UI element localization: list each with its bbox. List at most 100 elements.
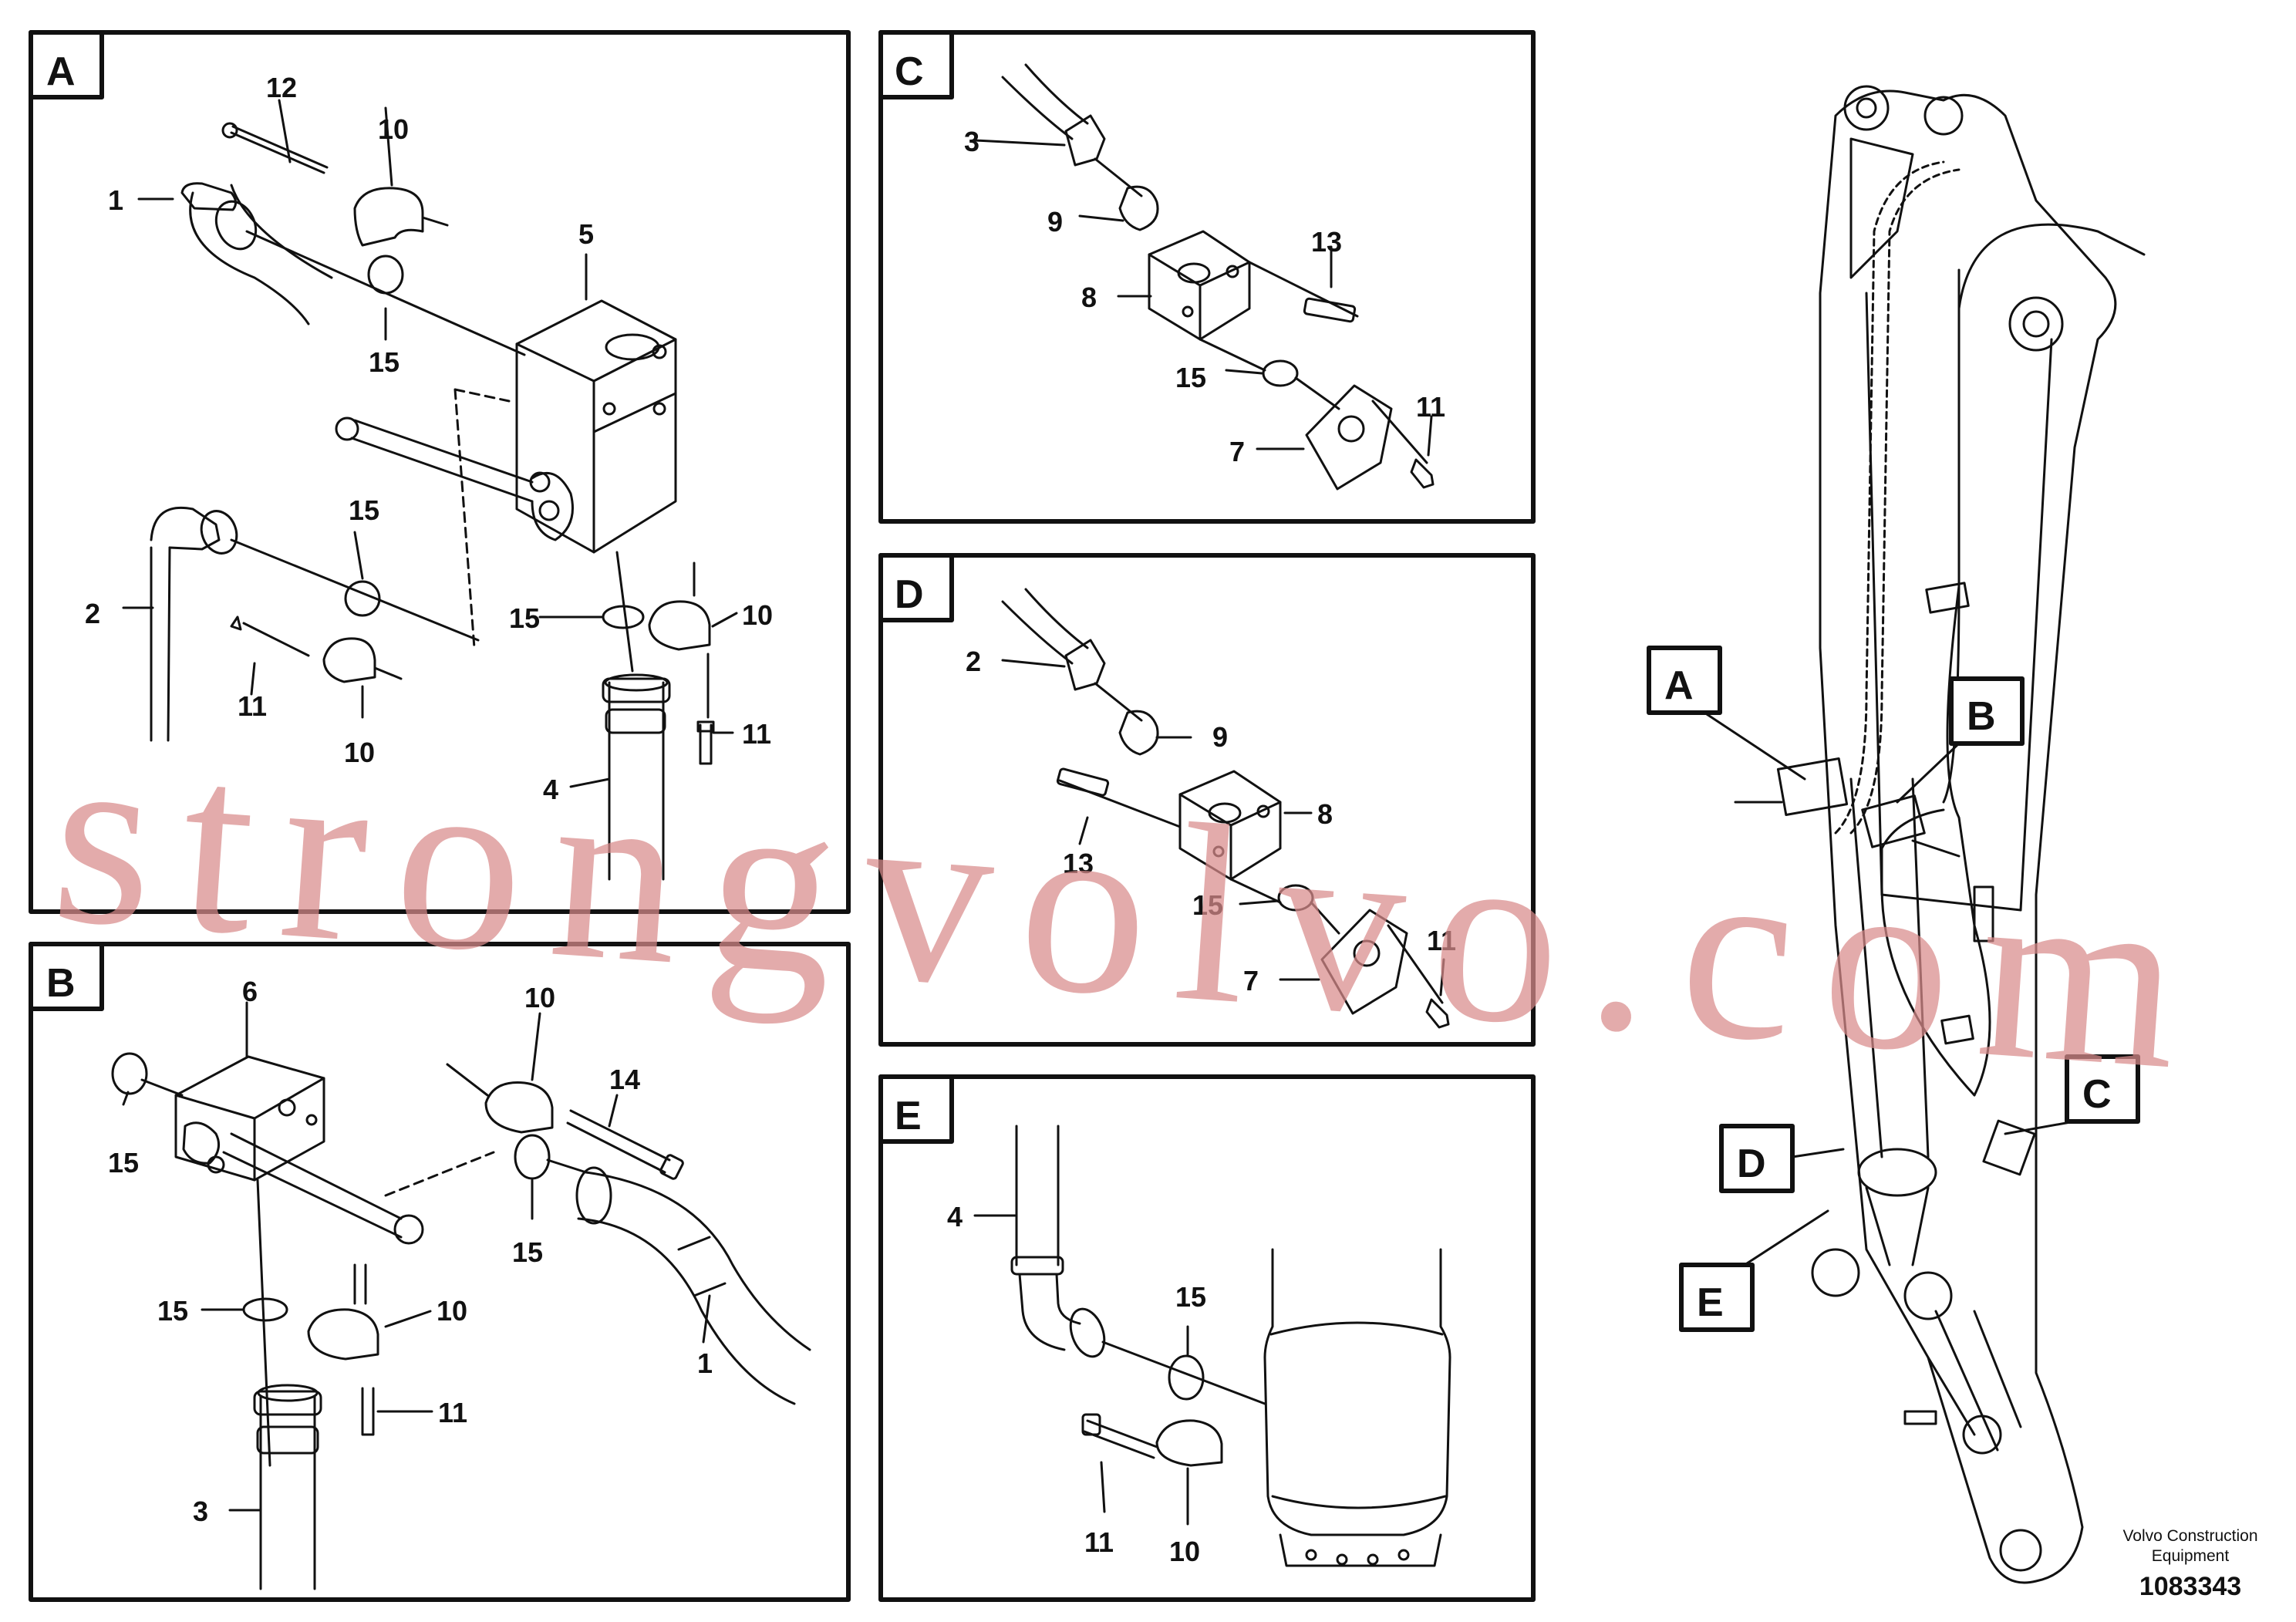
block-8-d [1178, 770, 1282, 881]
overview-callout-a: A [1664, 663, 1694, 708]
watermark: strongvolvo.com [45, 693, 2217, 1125]
callout-d-11: 11 [1427, 925, 1456, 956]
bolt-13 [1248, 261, 1359, 318]
callout-d-7: 7 [1243, 965, 1259, 996]
caption-company: Volvo Construction [2122, 1527, 2257, 1545]
block-6 [174, 1055, 325, 1182]
callout-a-15: 15 [369, 346, 400, 378]
panel-b [29, 942, 851, 1602]
block-5 [515, 299, 677, 554]
callout-c-9: 9 [1047, 206, 1063, 238]
callout-a-5: 5 [578, 218, 594, 250]
clamp-10-b-top [484, 1081, 554, 1134]
caption-block: Volvo Construction Equipment 1083343 [2122, 1527, 2257, 1601]
overview-callouts [1647, 646, 2140, 1332]
hose-2-d [1001, 588, 1089, 665]
clamp-10-top [353, 187, 424, 247]
oring-15-b1 [111, 1052, 148, 1095]
oring-15-a3 [602, 605, 645, 629]
cylinder [1263, 1248, 1451, 1536]
clamp-10-small [322, 637, 376, 683]
oring-15-e [1168, 1354, 1205, 1401]
panel-b-letter: B [46, 961, 76, 1006]
overview-callout-b: B [1967, 694, 1996, 739]
callout-c-7: 7 [1229, 436, 1245, 467]
callout-b-3: 3 [193, 1496, 208, 1527]
callout-b-10b: 10 [437, 1295, 467, 1327]
callout-d-8: 8 [1317, 798, 1333, 830]
callout-a-11b: 11 [742, 718, 771, 750]
oring-15-d [1277, 884, 1314, 912]
clamp-10-right [648, 600, 711, 651]
callout-e-4: 4 [947, 1201, 963, 1233]
callout-d-9: 9 [1212, 721, 1228, 753]
callout-b-11: 11 [438, 1397, 467, 1428]
overview-callout-e: E [1697, 1280, 1724, 1325]
hose-1-b [577, 1171, 811, 1405]
callout-d-15: 15 [1192, 889, 1223, 921]
callout-e-10: 10 [1169, 1536, 1200, 1567]
valve-handle [350, 419, 534, 503]
flange-7-d [1320, 909, 1408, 1015]
panel-d-letter: D [895, 572, 924, 617]
callout-a-10c: 10 [742, 599, 773, 631]
bolt-11-a1 [230, 615, 310, 657]
overview-callout-c: C [2082, 1072, 2112, 1117]
oring-15-a1 [367, 255, 404, 295]
panel-c [878, 30, 1536, 524]
bolt-11-a2 [696, 720, 715, 765]
callout-c-13: 13 [1311, 226, 1342, 258]
block-8 [1148, 230, 1251, 341]
callout-a-15b: 15 [349, 494, 379, 526]
callout-a-10b: 10 [344, 737, 375, 768]
callout-b-14: 14 [609, 1064, 640, 1095]
callout-b-1: 1 [697, 1347, 713, 1379]
callout-b-15b: 15 [512, 1236, 543, 1268]
panel-a [29, 30, 851, 914]
valve-handle-b [222, 1132, 403, 1239]
callout-b-6: 6 [242, 976, 258, 1007]
oring-15-b3 [242, 1297, 288, 1322]
oring-15-b2 [514, 1134, 551, 1180]
boom-overview [1734, 85, 2146, 1584]
callout-b-15: 15 [108, 1147, 139, 1179]
callout-a-11: 11 [238, 690, 267, 722]
callout-b-10: 10 [524, 982, 555, 1013]
callout-c-15: 15 [1175, 362, 1206, 393]
bolt-14 [566, 1109, 671, 1174]
panel-a-letter: A [46, 49, 76, 94]
bolt-12 [230, 125, 329, 174]
flange-7 [1305, 384, 1393, 491]
oring-15-a2 [344, 580, 381, 617]
clamp-10-e [1155, 1419, 1223, 1467]
callout-e-11: 11 [1084, 1526, 1114, 1558]
callout-a-15c: 15 [509, 602, 540, 634]
callout-d-13: 13 [1063, 848, 1094, 879]
drawing-number: 1083343 [2139, 1572, 2241, 1601]
hose-3-c [1001, 63, 1089, 140]
oring-15-c [1262, 359, 1299, 387]
callout-c-8: 8 [1081, 282, 1097, 313]
callout-e-15: 15 [1175, 1281, 1206, 1313]
adapter-9 [1118, 185, 1159, 231]
callout-c-3: 3 [964, 126, 979, 157]
boom-outline [1819, 89, 2117, 1584]
callout-a-1: 1 [108, 184, 123, 216]
hose-2 [150, 546, 171, 742]
panel-d [878, 553, 1536, 1047]
overview-callout-d: D [1737, 1141, 1766, 1186]
callout-a-2: 2 [85, 598, 100, 629]
hose-4 [608, 681, 665, 881]
bolt-11-b [361, 1387, 375, 1436]
panel-e-letter: E [895, 1094, 922, 1138]
panel-c-letter: C [895, 49, 924, 94]
panel-e [878, 1074, 1536, 1602]
bolt-11-c [1410, 458, 1435, 489]
bolt-11-d [1425, 998, 1450, 1029]
hose-4-e [1015, 1125, 1060, 1266]
callout-c-11: 11 [1416, 391, 1445, 423]
callout-d-2: 2 [966, 646, 981, 677]
callout-b-15c: 15 [157, 1295, 188, 1327]
callout-a-10: 10 [378, 113, 409, 145]
